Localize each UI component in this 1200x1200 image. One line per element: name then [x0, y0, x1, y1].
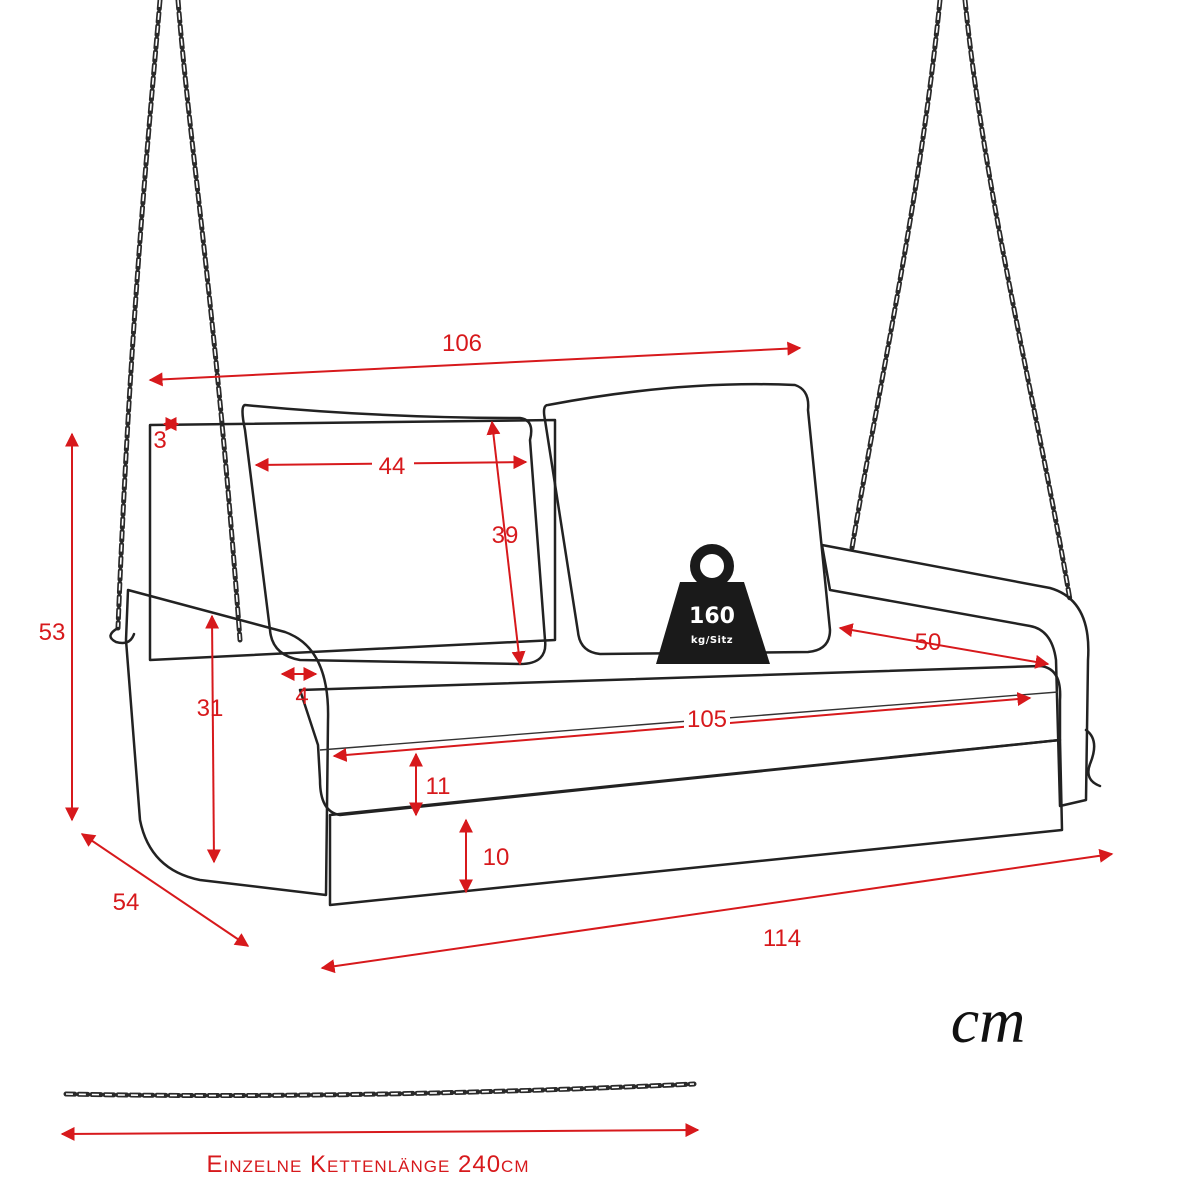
- total-width-arrow: [320, 848, 1114, 974]
- weight-value: 160: [689, 604, 735, 629]
- backrest-width-label: 106: [442, 330, 482, 357]
- chain-length-caption: Einzelne Kettenlänge 240cm: [207, 1151, 530, 1178]
- depth-arrow: [80, 833, 250, 947]
- depth-label: 54: [113, 889, 140, 916]
- chain-length-arrow: [60, 1123, 700, 1141]
- frame-thickness-label: 3: [153, 427, 166, 454]
- weight-handle-icon: [690, 544, 734, 588]
- single-chain: [63, 1081, 697, 1099]
- weight-icon: [656, 582, 770, 664]
- cushion-height-label: 39: [492, 522, 519, 549]
- seat-cushion-height-label: 11: [426, 773, 451, 800]
- armrest-gap-label: 4: [295, 683, 308, 710]
- seat-width-label: 105: [687, 706, 727, 733]
- unit-label: cm: [951, 985, 1026, 1056]
- dimension-labels: 106 3 44 39 53 31 4 50 105 11 10 54 114: [39, 330, 942, 952]
- base-height-label: 10: [483, 844, 510, 871]
- total-width-label: 114: [763, 925, 801, 952]
- armrest-depth-arrow: [838, 623, 1050, 669]
- seat-width-arrow: [332, 692, 1032, 762]
- armrest-height-arrow: [205, 614, 221, 864]
- weight-unit: kg/Sitz: [691, 635, 733, 646]
- weight-badge: 160 kg/Sitz: [656, 544, 770, 664]
- backrest-width-arrow: [148, 341, 802, 387]
- armrest-height-label: 31: [197, 695, 224, 722]
- hanging-chains: [109, 0, 1102, 788]
- swing-body: [124, 382, 1090, 907]
- armrest-depth-label: 50: [915, 629, 942, 656]
- cushion-width-label: 44: [379, 453, 406, 480]
- cushion-height-arrow: [486, 420, 526, 666]
- total-height-label: 53: [39, 619, 66, 646]
- dimension-lines: [60, 341, 1114, 1141]
